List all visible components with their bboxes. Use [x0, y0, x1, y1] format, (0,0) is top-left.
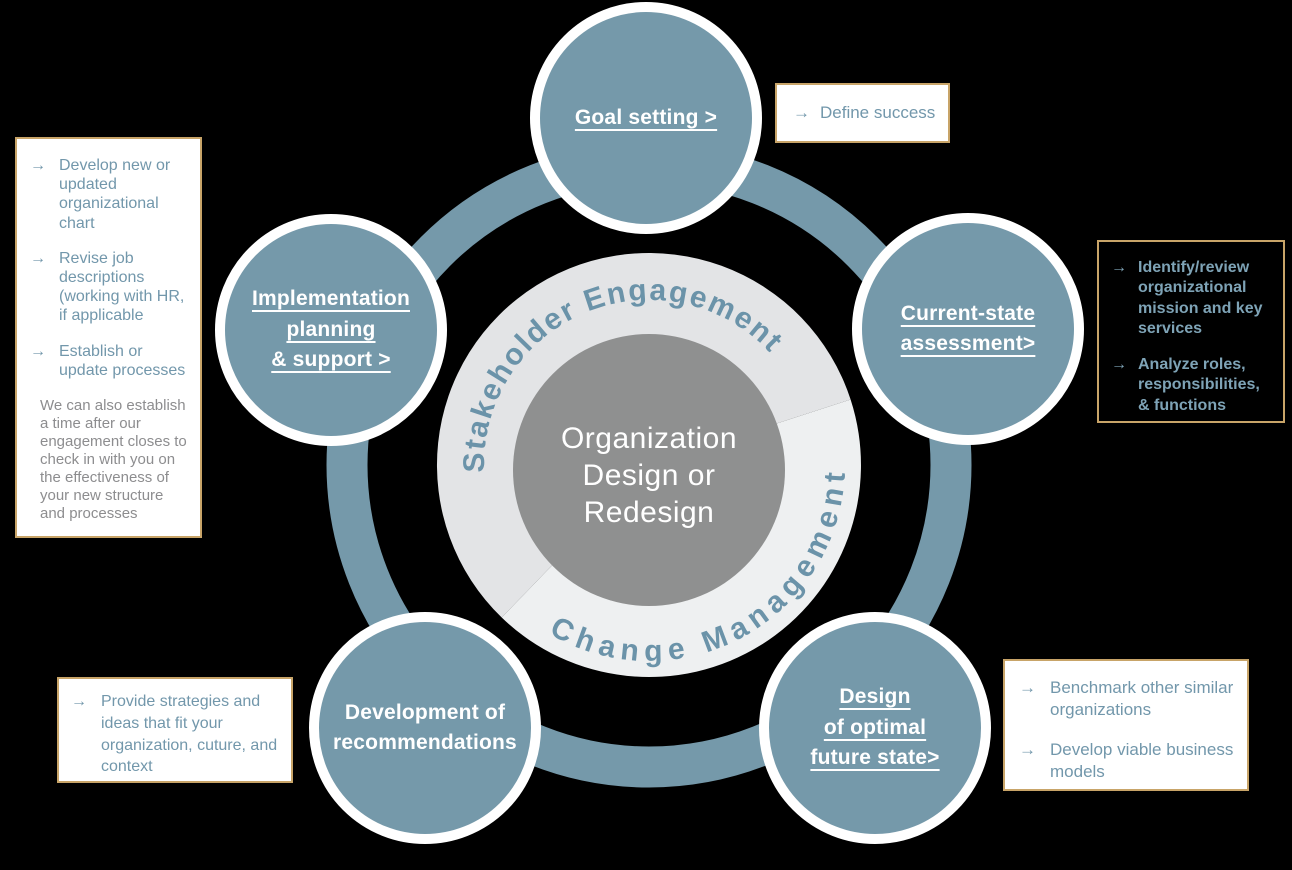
phase-label-development: Development of recommendations	[333, 700, 517, 754]
center-title-line: Organization	[560, 422, 738, 455]
phase-circle-goal-setting[interactable]: Goal setting >	[530, 2, 762, 234]
center-title: Organization Design or Redesign	[509, 421, 789, 532]
arrow-icon: →	[1019, 739, 1036, 759]
center-title-line: Design or	[582, 458, 716, 492]
phase-label-implementation: Implementation planning & support >	[252, 287, 410, 372]
callout-item: → Establish or update processes	[30, 342, 186, 379]
arrow-icon: →	[1111, 355, 1127, 373]
center-title-line: Redesign	[583, 495, 715, 529]
callout-item: → Benchmark other similar organizations	[1019, 678, 1234, 720]
closing-note: We can also establish a time after our e…	[40, 396, 187, 522]
arrow-icon: →	[71, 693, 87, 710]
callout-item: Define success	[820, 102, 936, 122]
callout-item: → Develop new or updated organizational …	[30, 157, 171, 232]
arrow-icon: →	[1019, 678, 1036, 697]
callout-item: → Revise job descriptions (working with …	[30, 249, 185, 325]
phase-label-goal-setting: Goal setting >	[574, 105, 718, 129]
callout-design-optimal: → Benchmark other similar organizations …	[1003, 659, 1249, 791]
callout-item: → Develop viable business models	[1019, 739, 1234, 782]
callout-goal-setting: → Define success	[775, 83, 950, 143]
phase-circle-current-state[interactable]: Current-state assessment>	[852, 213, 1084, 445]
phase-circle-design-optimal[interactable]: Design of optimal future state>	[759, 612, 991, 844]
arrow-icon: →	[30, 249, 46, 267]
phase-label-design-optimal: Design of optimal future state>	[810, 685, 940, 770]
center-circle-shape	[513, 334, 785, 606]
phase-circle-development: Development of recommendations	[309, 612, 541, 844]
arrow-icon: →	[1111, 259, 1127, 276]
phase-label-current-state: Current-state assessment>	[900, 301, 1036, 355]
callout-current-state: → Identify/review organizational mission…	[1097, 240, 1285, 423]
callout-item: → Analyze roles, responsibilities, & fun…	[1111, 355, 1260, 414]
callout-item: → Identify/review organizational mission…	[1111, 259, 1263, 338]
callout-development: → Provide strategies and ideas that fit …	[57, 677, 293, 783]
callout-implementation: → Develop new or updated organizational …	[15, 137, 202, 538]
arrow-icon: →	[30, 342, 46, 360]
callout-item: → Provide strategies and ideas that fit …	[71, 693, 278, 776]
arrow-icon: →	[30, 157, 46, 174]
arrow-icon: →	[793, 102, 810, 122]
phase-circle-implementation[interactable]: Implementation planning & support >	[215, 214, 447, 446]
